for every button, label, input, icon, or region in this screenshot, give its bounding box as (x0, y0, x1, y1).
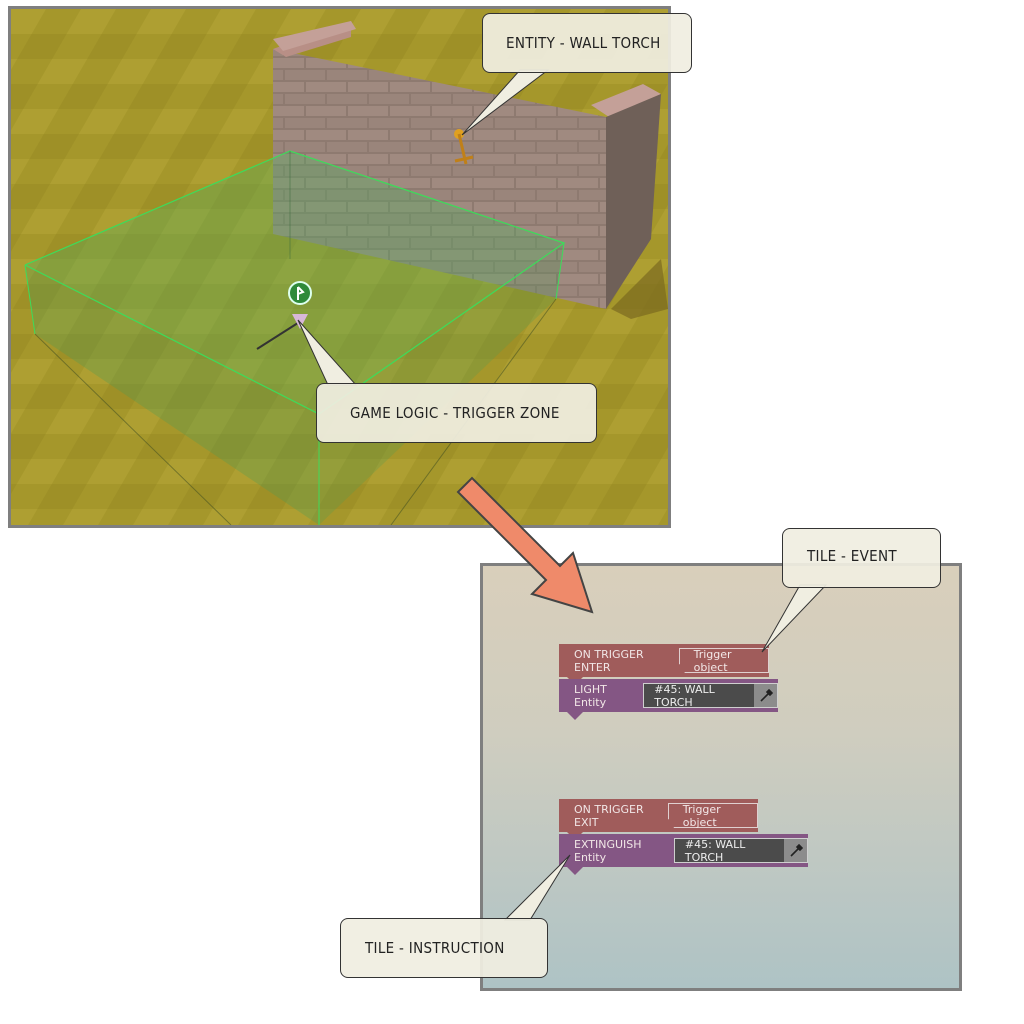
event-block[interactable]: ON TRIGGER EXIT Trigger object (559, 799, 758, 840)
scene-3d-view (11, 9, 668, 525)
trigger-pin-icon (256, 281, 312, 350)
eyedropper-icon[interactable] (784, 839, 807, 862)
entity-field[interactable]: #45: WALL TORCH (643, 682, 778, 709)
event-label: ON TRIGGER EXIT (574, 802, 644, 829)
instruction-block[interactable]: EXTINGUISH Entity #45: WALL TORCH (559, 834, 808, 875)
tile-editor-panel[interactable]: ON TRIGGER ENTER Trigger object LIGHT En… (480, 563, 962, 991)
instruction-label: EXTINGUISH Entity (574, 837, 642, 864)
entity-value: #45: WALL TORCH (654, 682, 715, 709)
entity-value: #45: WALL TORCH (684, 837, 746, 864)
callout-entity: ENTITY - WALL TORCH (482, 13, 692, 73)
instruction-label: LIGHT Entity (574, 682, 607, 709)
wall-torch-icon (454, 129, 474, 165)
callout-tile-event: TILE - EVENT (782, 528, 941, 588)
event-label: ON TRIGGER ENTER (574, 647, 644, 674)
callout-tile-instruction: TILE - INSTRUCTION (340, 918, 548, 978)
eyedropper-icon[interactable] (754, 684, 777, 707)
block-connector (567, 867, 583, 875)
callout-trigger-zone: GAME LOGIC - TRIGGER ZONE (316, 383, 597, 443)
scene-viewport[interactable] (8, 6, 671, 528)
block-connector (567, 712, 583, 720)
event-param-field[interactable]: Trigger object (667, 803, 758, 828)
instruction-block[interactable]: LIGHT Entity #45: WALL TORCH (559, 679, 778, 720)
event-block[interactable]: ON TRIGGER ENTER Trigger object (559, 644, 769, 685)
entity-field[interactable]: #45: WALL TORCH (673, 837, 808, 864)
event-param-field[interactable]: Trigger object (678, 648, 769, 673)
